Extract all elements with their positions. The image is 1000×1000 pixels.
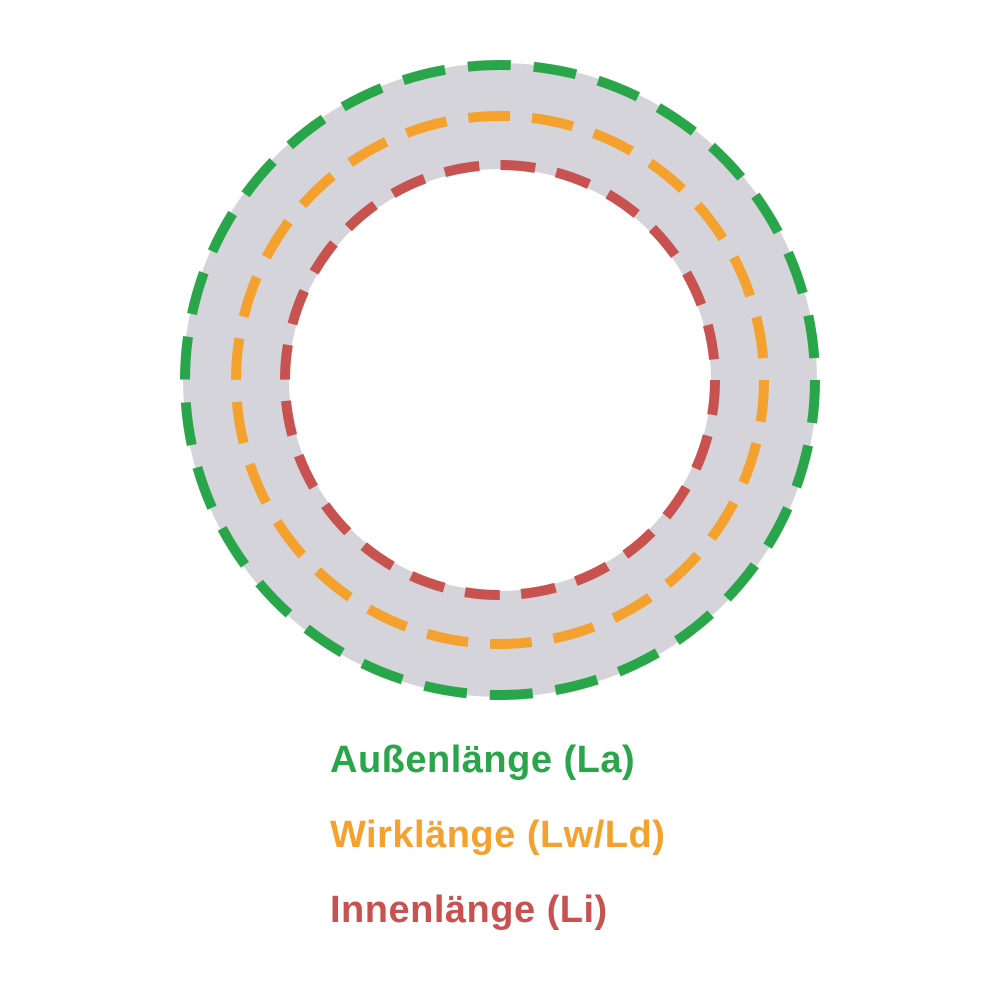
inner-length-circle bbox=[280, 160, 720, 600]
legend-item-outer-length: Außenlänge (La) bbox=[330, 739, 636, 781]
belt-diagram-svg bbox=[180, 60, 820, 700]
outer-length-circle bbox=[180, 60, 820, 700]
legend-item-inner-length: Innenlänge (Li) bbox=[330, 889, 608, 931]
legend-item-effective-length: Wirklänge (Lw/Ld) bbox=[330, 814, 666, 856]
belt-diagram bbox=[180, 60, 820, 700]
legend: Außenlänge (La) Wirklänge (Lw/Ld) Innenl… bbox=[330, 738, 665, 933]
effective-length-circle bbox=[231, 111, 769, 649]
